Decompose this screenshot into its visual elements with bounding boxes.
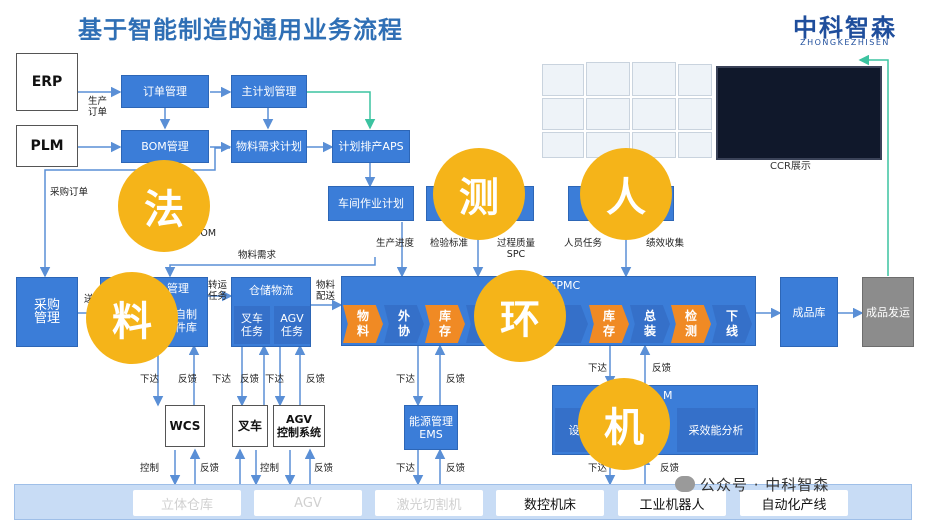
mes-step-9[interactable]: 检 测 [671,305,711,343]
warehouse-title: 管理 [167,282,189,295]
mes-step-3[interactable]: 库 存 [425,305,465,343]
perf-collect-label: 绩效收集 [646,238,685,249]
mes-step-7[interactable]: 库 存 [589,305,629,343]
wechat-icon [675,476,695,492]
logo-en: ZHONGKEZHISEN [800,38,890,47]
page-title: 基于智能制造的通用业务流程 [78,16,403,44]
dashboard-screen-5 [542,98,584,130]
fb-label-2: 反馈 [240,374,260,385]
device-3[interactable]: 激光切割机 [375,490,483,516]
material-req-label: 物料需求 [238,250,277,261]
device-4[interactable]: 数控机床 [496,490,604,516]
mes-step-2[interactable]: 外 协 [384,305,424,343]
process-quality-label: 过程质量 SPC [497,238,536,260]
element-circle-6: 机 [578,378,670,470]
watermark: 公众号 · 中科智森 [700,476,830,494]
mes-step-8[interactable]: 总 装 [630,305,670,343]
forklift-task-box[interactable]: 叉车 任务 [234,306,270,344]
dashboard-screen-9 [542,132,584,158]
fb-label-6: 反馈 [200,463,220,474]
dashboard-screen-7 [632,98,676,130]
fb-label-3: 反馈 [306,374,326,385]
element-circle-2: 料 [86,272,178,364]
down-label-2: 下达 [212,374,232,385]
device-5[interactable]: 工业机器人 [618,490,726,516]
order-mgmt-box[interactable]: 订单管理 [121,75,209,108]
dashboard-screen-12 [678,132,712,158]
dashboard-screen-8 [678,98,712,130]
ccr-label: CCR展示 [770,161,811,172]
erp-box[interactable]: ERP [16,53,78,111]
transfer-task-label: 转运 任务 [208,280,228,302]
ccr-display [716,66,882,160]
agv-task-box[interactable]: AGV 任务 [274,306,310,344]
finished-store-box[interactable]: 成品库 [780,277,838,347]
down-label-5: 下达 [588,363,608,374]
down-label-6: 下达 [396,463,416,474]
dashboard-screen-3 [632,62,676,96]
agv-control-box[interactable]: AGV 控制系统 [273,405,325,447]
bom-mgmt-box[interactable]: BOM管理 [121,130,209,163]
equipment-title: M [663,389,673,402]
down-label-3: 下达 [265,374,285,385]
prod-order-label: 生产 订单 [88,96,108,118]
element-circle-3: 测 [433,148,525,240]
ebom-label: EBOM [188,228,217,239]
mes-step-1[interactable]: 物 料 [343,305,383,343]
mes-step-10[interactable]: 下 线 [712,305,752,343]
dashboard-screen-1 [542,64,584,96]
dashboard-screen-4 [678,64,712,96]
material-dist-label: 物料 配送 [316,280,336,302]
down-label-1: 下达 [140,374,160,385]
prod-progress-label: 生产进度 [376,238,415,249]
aps-box[interactable]: 计划排产APS [332,130,410,163]
down-label-7: 下达 [588,463,608,474]
forklift-box[interactable]: 叉车 [232,405,268,447]
fb-label-7: 反馈 [314,463,334,474]
fb-label-1: 反馈 [178,374,198,385]
ctrl-label-1: 控制 [140,463,160,474]
ctrl-label-2: 控制 [260,463,280,474]
down-label-4: 下达 [396,374,416,385]
staff-task-label: 人员任务 [564,238,603,249]
warehouse-sub: 自制 件库 [175,308,197,334]
purchase-order-label: 采购订单 [50,187,89,198]
dashboard-screen-2 [586,62,630,96]
fb-label-4: 反馈 [446,374,466,385]
finished-ship-box[interactable]: 成品发运 [862,277,914,347]
master-plan-box[interactable]: 主计划管理 [231,75,307,108]
procurement-box[interactable]: 采购 管理 [16,277,78,347]
plm-box[interactable]: PLM [16,125,78,167]
inspect-std-label: 检验标准 [430,238,469,249]
device-2[interactable]: AGV [254,490,362,516]
wcs-box[interactable]: WCS [165,405,205,447]
element-circle-5: 人 [580,148,672,240]
element-circle-4: 环 [474,270,566,362]
equip-efficiency-box[interactable]: 采效能分析 [677,408,755,452]
material-plan-box[interactable]: 物料需求计划 [231,130,307,163]
dashboard-screen-6 [586,98,630,130]
fb-label-9: 反馈 [660,463,680,474]
shop-plan-box[interactable]: 车间作业计划 [328,186,414,221]
fb-label-8: 反馈 [446,463,466,474]
logo-cn: 中科智森 [793,14,897,42]
fb-label-5: 反馈 [652,363,672,374]
company-logo: 中科智森 ZHONGKEZHISEN [780,8,910,52]
ems-box[interactable]: 能源管理 EMS [404,405,458,450]
element-circle-1: 法 [118,160,210,252]
device-6[interactable]: 自动化产线 [740,490,848,516]
logistics-title: 仓储物流 [249,284,293,297]
device-1[interactable]: 立体仓库 [133,490,241,516]
